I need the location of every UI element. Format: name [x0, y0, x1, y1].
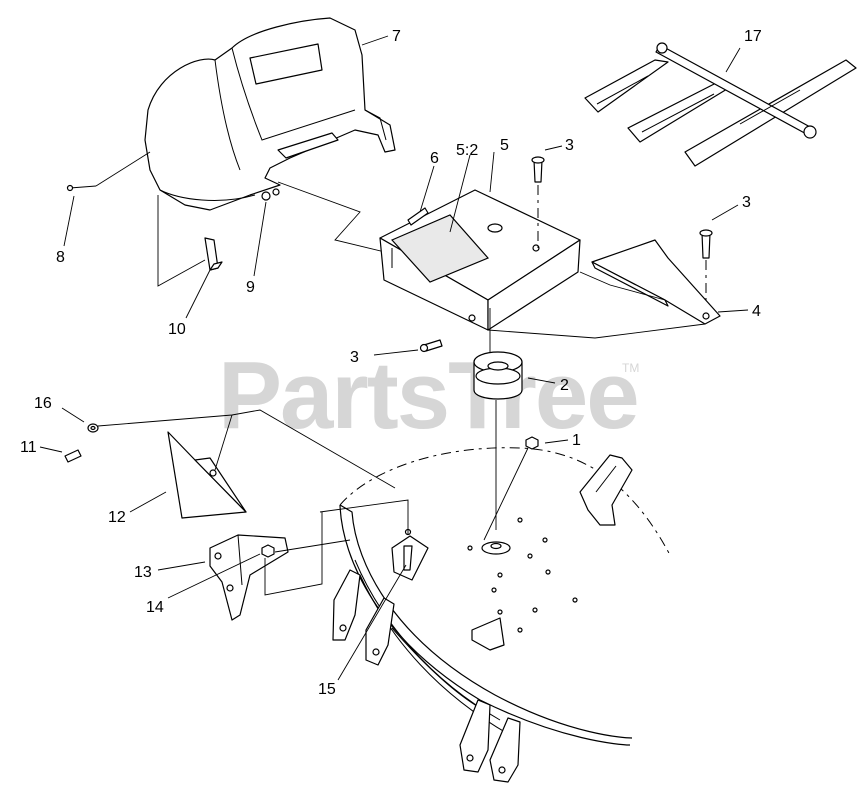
callout-11: 11 — [20, 439, 37, 456]
part-8-pin — [66, 184, 97, 192]
callout-2: 2 — [560, 377, 569, 394]
part-12-deflector — [167, 431, 247, 519]
callout-8: 8 — [56, 249, 65, 266]
part-15-bolt — [391, 535, 429, 581]
part-10-bracket — [204, 237, 223, 271]
callout-5: 5 — [500, 137, 509, 154]
part-4-angle-bracket — [591, 239, 721, 325]
part-6-bolt — [407, 207, 429, 226]
part-7-seat-cover — [144, 17, 396, 211]
callout-5-2: 5:2 — [456, 142, 478, 159]
callout-6: 6 — [430, 150, 439, 167]
callout-3-lower: 3 — [350, 349, 359, 366]
callout-13: 13 — [134, 564, 152, 581]
part-3-bolt-upper — [531, 156, 545, 183]
callout-1: 1 — [572, 432, 581, 449]
part-3-bolt-right — [699, 229, 713, 259]
part-2-pulley — [473, 351, 523, 400]
callout-15: 15 — [318, 681, 336, 698]
watermark-text: PartsTree — [218, 342, 638, 449]
part-17-arm-assembly — [584, 42, 857, 167]
callout-14: 14 — [146, 599, 164, 616]
part-3-bolt-lower — [419, 339, 443, 353]
mower-deck — [339, 447, 671, 746]
part-16-washer — [87, 423, 99, 433]
callout-9: 9 — [246, 279, 255, 296]
part-13-bracket — [209, 534, 289, 621]
callout-3-right: 3 — [742, 194, 751, 211]
watermark-trademark: TM — [622, 361, 639, 375]
part-11-bolt — [64, 449, 82, 463]
deck-side-brackets — [332, 569, 521, 783]
callout-16: 16 — [34, 395, 52, 412]
callout-10: 10 — [168, 321, 186, 338]
callout-17: 17 — [744, 28, 762, 45]
callout-12: 12 — [108, 509, 126, 526]
callout-4: 4 — [752, 303, 761, 320]
callout-labels: 1 2 3 3 3 4 5 5:2 6 7 8 9 10 11 12 13 14… — [20, 28, 762, 698]
part-14-nut — [261, 544, 275, 558]
part-5-plate — [379, 189, 581, 331]
callout-7: 7 — [392, 28, 401, 45]
callout-3-upper: 3 — [565, 137, 574, 154]
part-1-nut — [525, 436, 539, 450]
callout-leaders — [39, 35, 749, 681]
